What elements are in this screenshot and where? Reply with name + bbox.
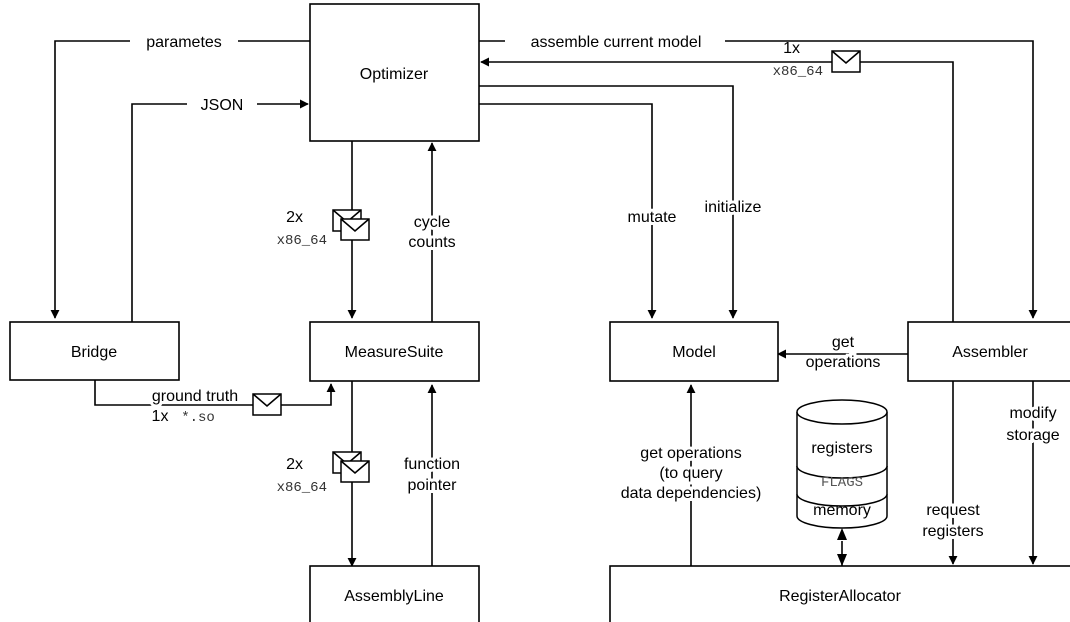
measuresuite-label: MeasureSuite: [345, 344, 444, 361]
model-node[interactable]: Model: [609, 321, 779, 382]
bridge-node[interactable]: Bridge: [9, 321, 180, 381]
label-query-1: get operations: [640, 445, 741, 462]
label-assemble-current-model: assemble current model: [531, 34, 702, 51]
ground-message-type: *.so: [181, 410, 215, 426]
label-query-2: (to query: [659, 465, 722, 482]
opt-ms-message-count: 2x: [286, 209, 303, 226]
opt-ms-message-type: x86_64: [277, 233, 327, 249]
label-parametes: parametes: [146, 34, 222, 51]
storage-memory: memory: [813, 502, 871, 519]
assembler-node[interactable]: Assembler: [907, 321, 1070, 382]
envelope-stack-icon: [332, 451, 370, 483]
envelope-icon: [831, 50, 861, 73]
label-operations: operations: [806, 354, 881, 371]
edge-parametes: [50, 30, 310, 319]
top-message-count: 1x: [783, 40, 800, 57]
measuresuite-node[interactable]: MeasureSuite: [309, 321, 480, 382]
edge-initialize: [479, 85, 738, 319]
registerallocator-node[interactable]: RegisterAllocator: [609, 565, 1070, 622]
label-registers: registers: [922, 523, 983, 540]
label-storage: storage: [1006, 427, 1059, 444]
edge-assemble-current-model: [479, 30, 1038, 319]
label-pointer: pointer: [408, 477, 458, 494]
optimizer-label: Optimizer: [360, 66, 429, 83]
optimizer-node[interactable]: Optimizer: [309, 3, 480, 142]
edge-storage-access: [837, 528, 847, 566]
label-mutate: mutate: [628, 209, 677, 226]
assemblyline-label: AssemblyLine: [344, 588, 444, 605]
model-label: Model: [672, 344, 716, 361]
assembler-label: Assembler: [952, 344, 1028, 361]
label-query-3: data dependencies): [621, 485, 762, 502]
edge-assembled-result: [480, 57, 954, 322]
registerallocator-label: RegisterAllocator: [779, 588, 902, 605]
assemblyline-node[interactable]: AssemblyLine: [309, 565, 480, 622]
ground-message-count: 1x: [152, 408, 169, 425]
ms-al-message-type: x86_64: [277, 480, 327, 496]
top-message-type: x86_64: [773, 64, 823, 80]
storage-registers: registers: [811, 440, 872, 457]
label-function: function: [404, 456, 460, 473]
label-initialize: initialize: [705, 199, 762, 216]
edge-json: [131, 93, 309, 322]
label-modify: modify: [1009, 405, 1056, 422]
envelope-icon: [252, 393, 282, 416]
bridge-label: Bridge: [71, 344, 117, 361]
storage-flags: FLAGS: [821, 475, 863, 491]
envelope-stack-icon: [332, 209, 370, 241]
label-counts: counts: [408, 234, 455, 251]
label-get: get: [832, 334, 855, 351]
ms-al-message-count: 2x: [286, 456, 303, 473]
label-cycle: cycle: [414, 214, 451, 231]
label-json: JSON: [201, 97, 244, 114]
label-request: request: [926, 502, 980, 519]
storage-database-icon: registers FLAGS memory: [796, 399, 888, 529]
label-ground-truth: ground truth: [152, 388, 238, 405]
edge-ground-truth: [94, 380, 336, 406]
edge-mutate: [479, 103, 657, 319]
